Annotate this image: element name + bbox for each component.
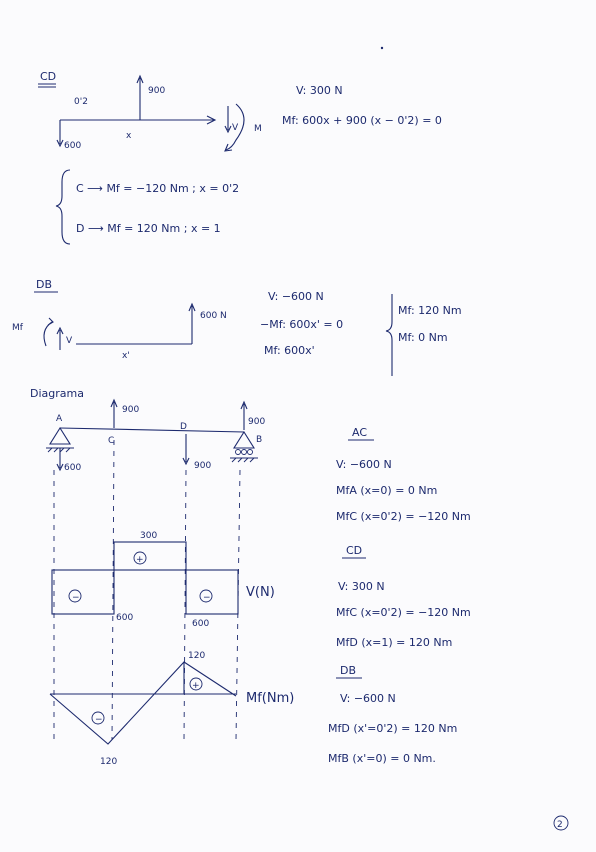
cd-moment-arrowhead [224, 143, 233, 152]
db-brace [385, 294, 393, 376]
cd-brace [55, 169, 71, 245]
cd-eq-v: V: 300 N [296, 84, 343, 97]
force-d-arrow [182, 434, 190, 466]
cd-title: CD [40, 70, 56, 83]
db-v-label: V [66, 336, 73, 346]
db-eq-m1: −Mf: 600x' = 0 [260, 318, 343, 331]
point-d: D [180, 422, 187, 432]
force-a: 600 [64, 463, 81, 473]
right-cd-m2: MfD (x=1) = 120 Nm [336, 636, 452, 649]
db-force-arrow [188, 302, 196, 344]
db-force: 600 N [200, 311, 227, 321]
page-number-circle [553, 815, 569, 831]
shear-block-db [185, 569, 239, 615]
moment-minus: − [95, 715, 103, 725]
moment-plus-circle [189, 677, 203, 691]
force-a-arrow [56, 448, 64, 472]
db-eq-v: V: −600 N [268, 290, 324, 303]
cd-v-label: V [232, 123, 239, 133]
right-db-title: DB [340, 664, 356, 677]
right-db-v: V: −600 N [340, 692, 396, 705]
shear-pos-value: 300 [140, 531, 157, 541]
cd-eq-m: Mf: 600x + 900 (x − 0'2) = 0 [282, 114, 442, 127]
roller-b-2 [241, 449, 247, 455]
cd-force-up: 900 [148, 86, 165, 96]
right-ac-m1: MfA (x=0) = 0 Nm [336, 484, 437, 497]
force-c: 900 [122, 405, 139, 415]
db-shear-arrow [56, 326, 64, 350]
force-d: 900 [194, 461, 211, 471]
moment-top-value: 120 [188, 651, 205, 661]
cd-moment-arc [225, 103, 245, 151]
right-cd-v: V: 300 N [338, 580, 385, 593]
cd-m-label: M [254, 124, 262, 134]
db-title: DB [36, 278, 52, 291]
moment-minus-circle [91, 711, 105, 725]
cd-case-c: C ⟶ Mf = −120 Nm ; x = 0'2 [76, 182, 239, 195]
support-a [49, 426, 71, 445]
right-ac-title: AC [352, 426, 367, 439]
point-a: A [56, 414, 63, 424]
cd-shear-arrow [224, 106, 232, 134]
force-b: 900 [248, 417, 265, 427]
shear-neg-value-1: 600 [116, 613, 133, 623]
point-b: B [256, 435, 262, 445]
cd-axis-arrowhead [206, 115, 217, 125]
cd-dist-label: 0'2 [74, 97, 88, 107]
db-x-label: x' [122, 351, 130, 361]
moment-curve [49, 661, 237, 745]
cd-force-left: 600 [64, 141, 81, 151]
right-db-m1: MfD (x'=0'2) = 120 Nm [328, 722, 457, 735]
shear-neg-value-2: 600 [192, 619, 209, 629]
guide-d [183, 469, 187, 741]
page-number: 2 [557, 820, 563, 830]
cd-case-d: D ⟶ Mf = 120 Nm ; x = 1 [76, 222, 221, 235]
shear-plus-circle [133, 551, 147, 565]
force-c-arrow [110, 398, 118, 428]
cd-x-label: x [126, 131, 132, 141]
moment-axis-label: Mf(Nm) [246, 691, 294, 706]
right-ac-v: V: −600 N [336, 458, 392, 471]
right-ac-m2: MfC (x=0'2) = −120 Nm [336, 510, 471, 523]
db-res2: Mf: 0 Nm [398, 331, 448, 344]
shear-block-cd [113, 541, 187, 571]
force-b-arrow [240, 400, 248, 430]
main-beam [59, 427, 245, 433]
shear-axis-label: V(N) [246, 585, 275, 600]
cd-force-up-arrow [136, 74, 144, 120]
support-b [233, 430, 255, 449]
roller-b-3 [247, 449, 253, 455]
roller-b-1 [235, 449, 241, 455]
cd-force-left-arrow [56, 120, 64, 148]
moment-bot-value: 120 [100, 757, 117, 767]
db-mf-label: Mf [12, 323, 24, 333]
shear-minus-circle-2 [199, 589, 213, 603]
shear-block-ac [51, 569, 115, 615]
cd-title-underline [38, 83, 56, 88]
shear-plus: + [136, 555, 144, 565]
moment-plus: + [192, 681, 200, 691]
shear-minus-circle-1 [68, 589, 82, 603]
db-moment-arc [43, 317, 54, 347]
db-eq-m2: Mf: 600x' [264, 344, 315, 357]
ink-dot [380, 46, 384, 50]
db-res1: Mf: 120 Nm [398, 304, 462, 317]
point-c: C [108, 436, 114, 446]
right-db-m2: MfB (x'=0) = 0 Nm. [328, 752, 436, 765]
shear-minus-1: − [72, 593, 80, 603]
diagram-title: Diagrama [30, 387, 84, 400]
right-cd-m1: MfC (x=0'2) = −120 Nm [336, 606, 471, 619]
support-b-ground [230, 457, 258, 463]
shear-minus-2: − [203, 593, 211, 603]
right-cd-title: CD [346, 544, 362, 557]
